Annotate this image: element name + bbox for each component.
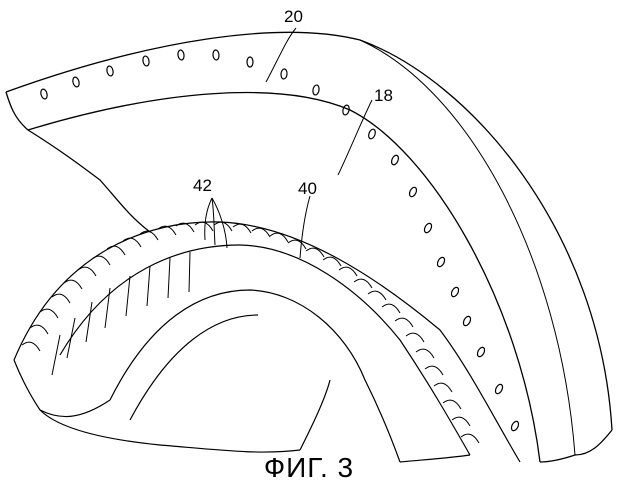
reference-numeral-20: 20 [284,7,303,26]
outer-casing [6,32,612,462]
reference-numeral-40: 40 [298,179,317,198]
vane-blades [22,222,479,443]
reference-numeral-42: 42 [193,176,212,195]
leader-lines [205,28,372,258]
flange-bolt-holes [40,50,520,432]
reference-numeral-18: 18 [374,86,393,105]
figure-caption: ФИГ. 3 [0,452,618,484]
